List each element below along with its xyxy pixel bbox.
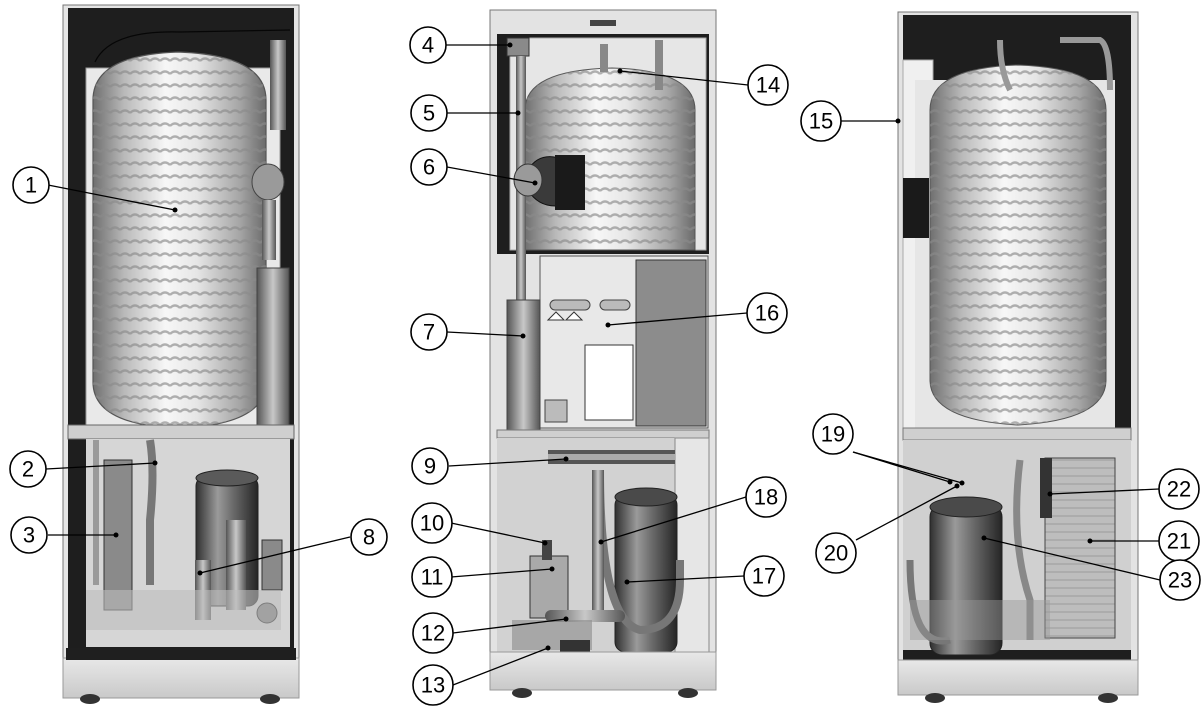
svg-text:20: 20: [824, 541, 848, 566]
svg-text:8: 8: [363, 525, 375, 550]
callout-2: 2: [9, 450, 47, 488]
callout-18: 18: [745, 476, 787, 518]
svg-text:15: 15: [809, 109, 833, 134]
svg-text:5: 5: [423, 101, 435, 126]
callout-22: 22: [1158, 468, 1200, 510]
svg-text:10: 10: [420, 511, 444, 536]
unit-left: [62, 4, 300, 704]
callout-6: 6: [410, 148, 448, 186]
svg-text:17: 17: [752, 564, 776, 589]
callout-7: 7: [410, 313, 448, 351]
callout-23: 23: [1159, 559, 1201, 601]
svg-text:19: 19: [821, 422, 845, 447]
svg-text:23: 23: [1168, 568, 1192, 593]
svg-text:11: 11: [421, 565, 444, 590]
callout-4: 4: [409, 26, 447, 64]
svg-text:7: 7: [423, 320, 435, 345]
callout-17: 17: [743, 555, 785, 597]
svg-text:22: 22: [1167, 477, 1191, 502]
callout-9: 9: [411, 447, 449, 485]
svg-text:18: 18: [754, 485, 778, 510]
unit-middle: [489, 9, 717, 698]
svg-text:14: 14: [756, 73, 780, 98]
callout-12: 12: [412, 612, 454, 654]
callout-16: 16: [746, 292, 788, 334]
callout-15: 15: [800, 100, 842, 142]
callout-19: 19: [812, 413, 854, 455]
expansion-valve-box: [529, 555, 569, 619]
svg-text:12: 12: [421, 621, 445, 646]
heat-exchanger: [1044, 457, 1116, 639]
callout-10: 10: [411, 502, 453, 544]
unit-right: [897, 11, 1139, 703]
svg-text:16: 16: [755, 301, 779, 326]
callout-1: 1: [12, 166, 50, 204]
svg-text:21: 21: [1167, 529, 1191, 554]
callout-14: 14: [747, 64, 789, 106]
callout-20: 20: [815, 532, 857, 574]
callout-5: 5: [410, 94, 448, 132]
svg-text:13: 13: [421, 673, 445, 698]
leader-lines: [45, 42, 1161, 686]
svg-text:6: 6: [423, 155, 435, 180]
svg-text:1: 1: [25, 173, 37, 198]
svg-text:9: 9: [424, 454, 436, 479]
svg-text:2: 2: [22, 457, 34, 482]
svg-text:4: 4: [422, 33, 434, 58]
callout-11: 11: [411, 556, 453, 598]
callout-3: 3: [10, 516, 48, 554]
callout-8: 8: [350, 518, 388, 556]
svg-text:3: 3: [23, 523, 35, 548]
callout-21: 21: [1158, 520, 1200, 562]
callout-13: 13: [412, 664, 454, 706]
